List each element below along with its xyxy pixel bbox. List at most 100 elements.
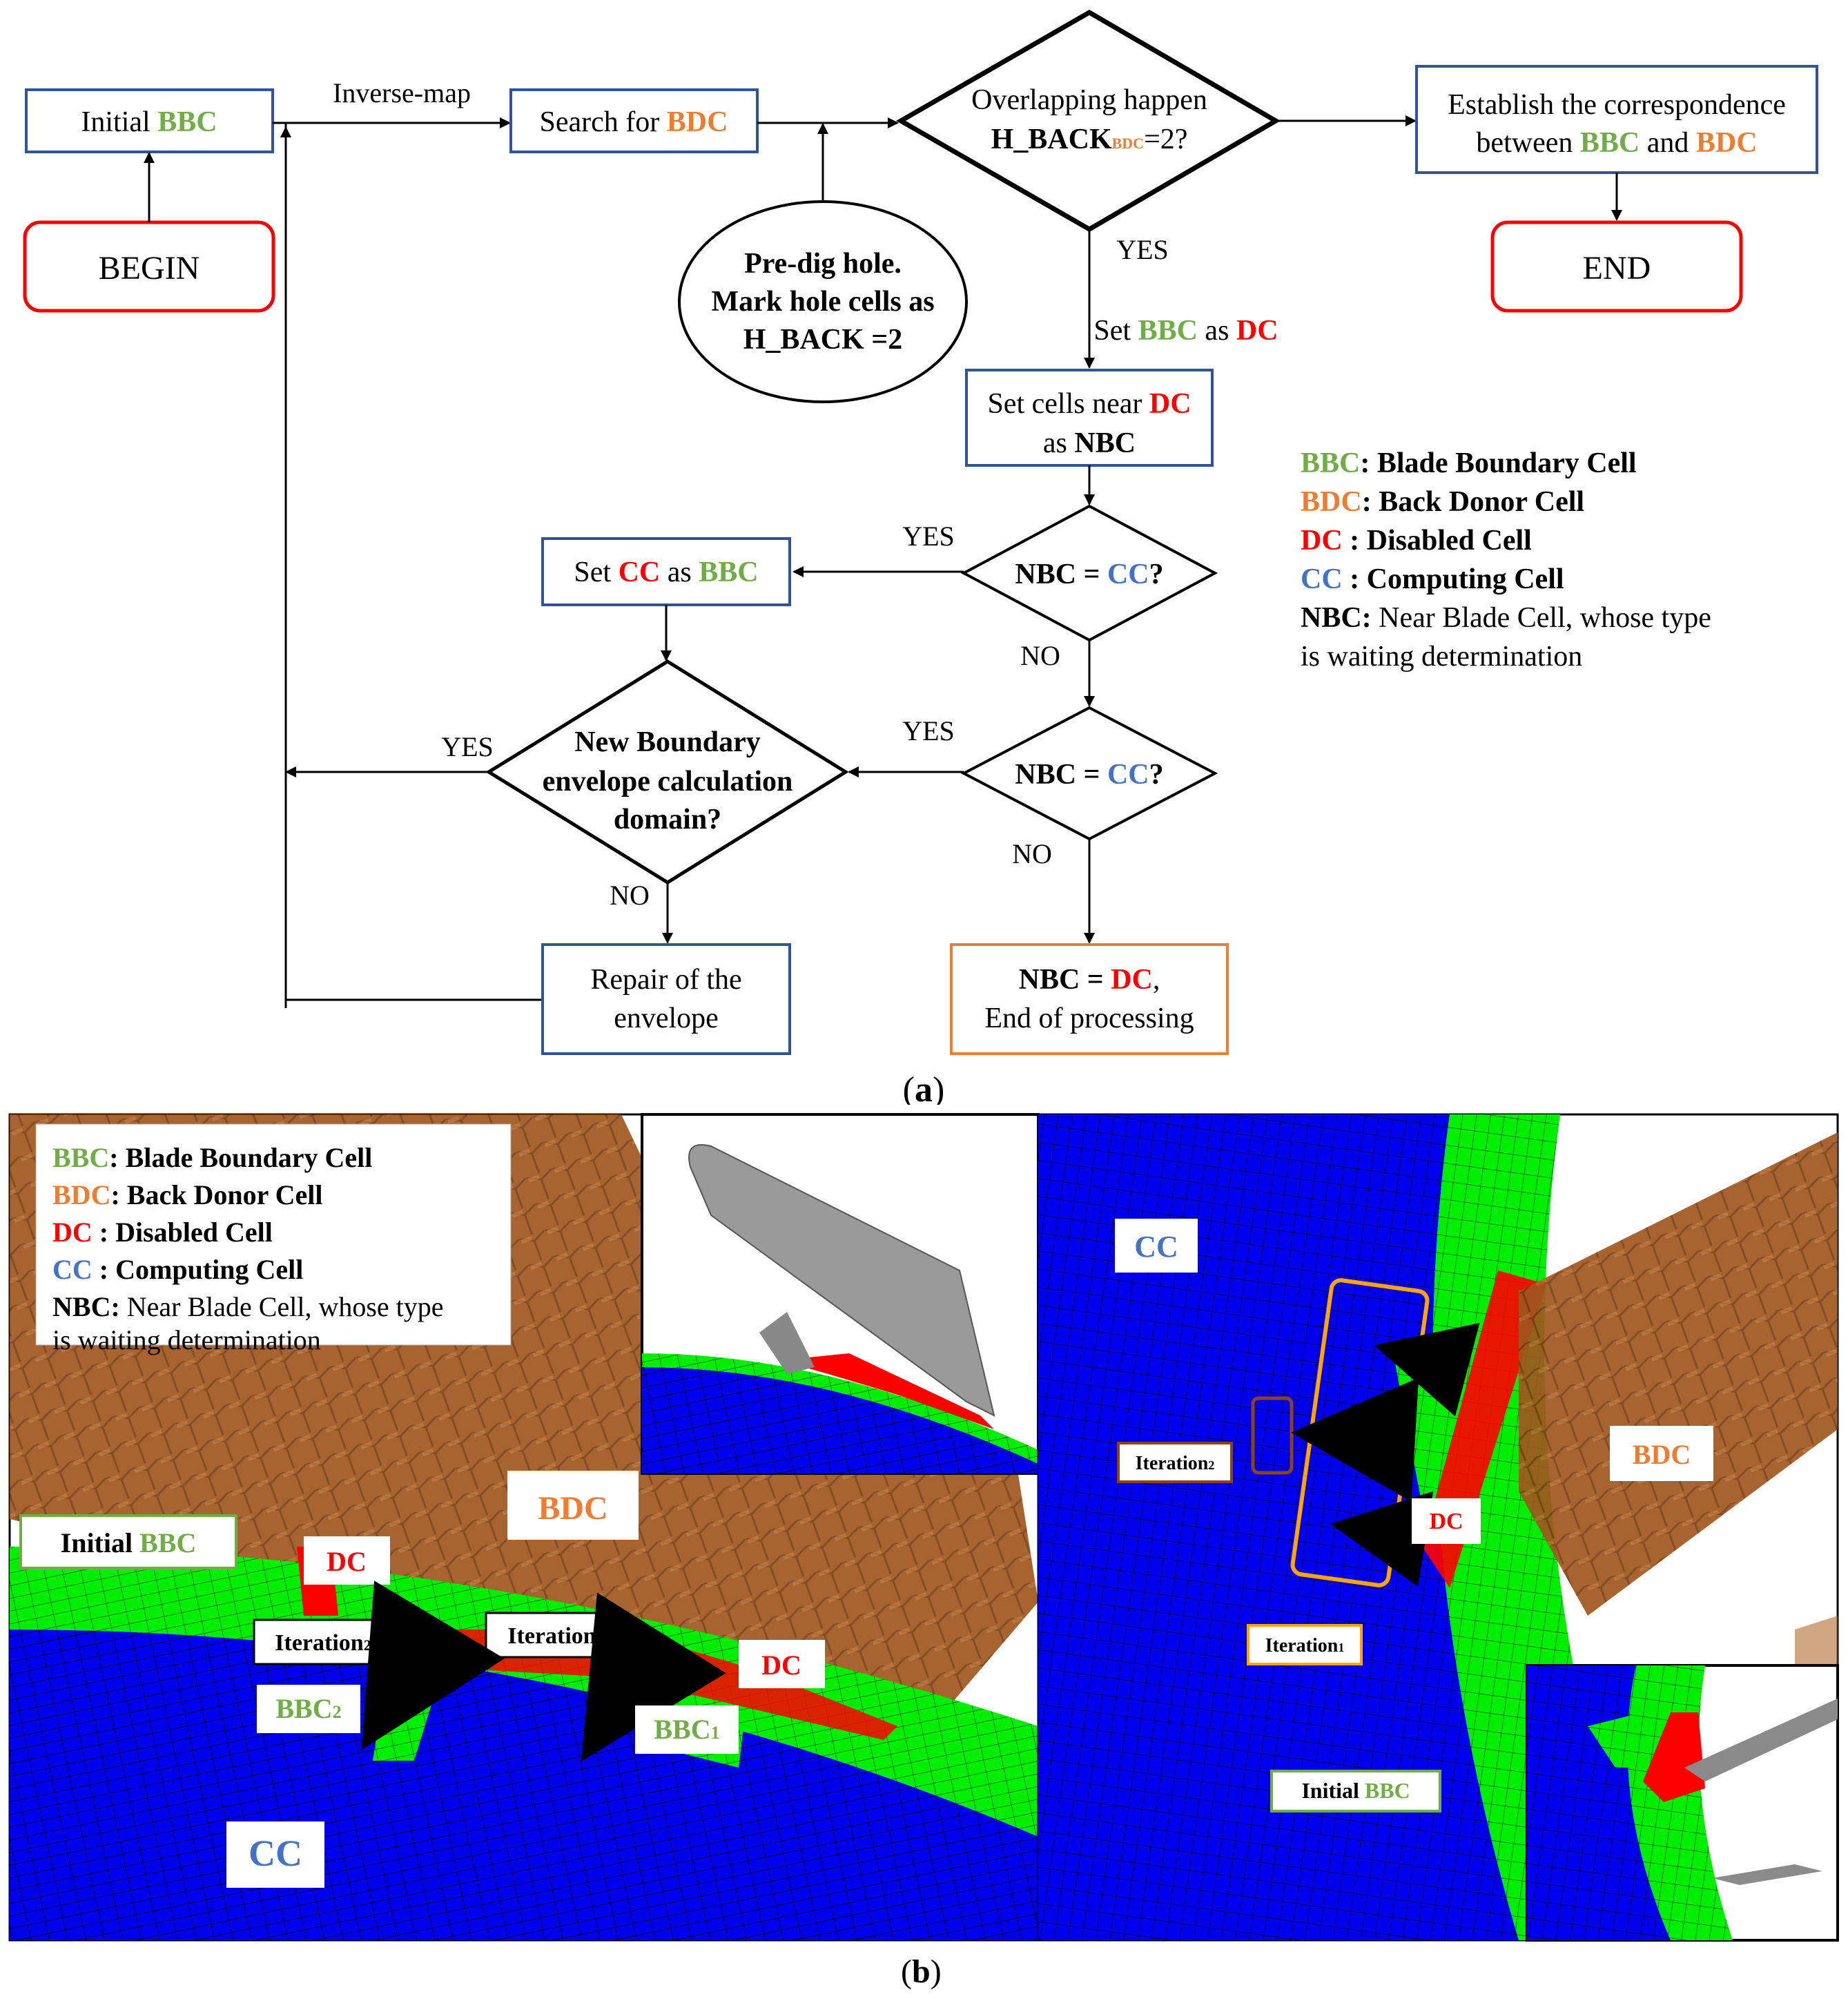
yes-label-2: YES (902, 521, 955, 552)
legend-b-box (35, 1123, 512, 1346)
svg-text:BDC: BDC (538, 1490, 607, 1527)
svg-text:Initial BBC: Initial BBC (1301, 1778, 1410, 1803)
svg-text:BEGIN: BEGIN (99, 250, 200, 287)
svg-text:BBC1: BBC1 (654, 1714, 719, 1745)
nbc-cc-diamond-2: NBC = CC? (960, 706, 1218, 841)
set-cc-bbc-box: Set CC as BBC (541, 537, 791, 606)
overlap-diamond: Overlapping happen H_BACKBDC=2? (895, 9, 1281, 233)
inset-bottom-right (1526, 1664, 1839, 1942)
svg-text:Iteration1: Iteration1 (1265, 1635, 1345, 1656)
label-dc-right: DC (1412, 1498, 1481, 1544)
svg-text:domain?: domain? (614, 804, 721, 835)
svg-text:Iteration2: Iteration2 (275, 1630, 371, 1656)
arrow-iteration1 (581, 1592, 726, 1762)
label-initial-bbc-right: Initial BBC (1270, 1770, 1441, 1812)
set-near-dc-box: Set cells near DC as NBC (965, 369, 1214, 467)
svg-text:Repair of the: Repair of the (590, 964, 741, 996)
search-bdc-box: Search for BDC (509, 88, 759, 153)
svg-text:Overlapping happen: Overlapping happen (971, 84, 1207, 116)
svg-text:BDC: Back Donor Cell: BDC: Back Donor Cell (52, 1179, 323, 1210)
label-iteration1-left: Iteration1 (485, 1612, 627, 1659)
establish-box: Establish the correspondence between BBC… (1415, 65, 1818, 174)
svg-text:CC: CC (1134, 1230, 1178, 1264)
caption-a: (a) (903, 1070, 945, 1105)
label-cc-left: CC (226, 1821, 324, 1888)
label-initial-bbc-left: Initial BBC (19, 1514, 237, 1569)
svg-text:NBC: Near Blade Cell, whose ty: NBC: Near Blade Cell, whose type (52, 1291, 444, 1322)
svg-text:H_BACK =2: H_BACK =2 (743, 324, 902, 356)
svg-text:NBC: Near Blade Cell, whose ty: NBC: Near Blade Cell, whose type (1301, 602, 1711, 634)
svg-text:CC: CC (249, 1833, 302, 1874)
begin-terminal: BEGIN (23, 220, 275, 313)
svg-text:NBC = CC?: NBC = CC? (1015, 559, 1163, 590)
arrow-right-upper (1374, 1323, 1480, 1417)
svg-text:DC: DC (327, 1546, 367, 1577)
svg-text:Initial BBC: Initial BBC (81, 106, 217, 138)
svg-text:Iteration1: Iteration1 (507, 1623, 603, 1649)
legend-b: BBC: Blade Boundary Cell BDC: Back Donor… (52, 1142, 444, 1355)
svg-text:BDC: Back Donor Cell: BDC: Back Donor Cell (1301, 486, 1584, 518)
arrow-iteration2 (361, 1580, 505, 1750)
svg-text:is waiting determination: is waiting determination (52, 1324, 321, 1355)
svg-text:H_BACKBDC=2?: H_BACKBDC=2? (991, 124, 1188, 155)
loop-back-line (274, 122, 543, 1001)
svg-text:as NBC: as NBC (1043, 427, 1136, 459)
inverse-map-label: Inverse-map (333, 77, 471, 108)
label-bbc2: BBC2 (257, 1685, 360, 1733)
svg-text:Iteration2: Iteration2 (1136, 1453, 1215, 1474)
svg-text:BBC2: BBC2 (275, 1693, 341, 1724)
new-boundary-diamond: New Boundary envelope calculation domain… (485, 659, 849, 884)
label-dc-left-2: DC (739, 1640, 825, 1688)
svg-text:envelope calculation: envelope calculation (543, 766, 793, 798)
svg-text:DC : Disabled Cell: DC : Disabled Cell (1301, 525, 1532, 557)
svg-text:Search for BDC: Search for BDC (540, 106, 728, 138)
initial-bbc-box: Initial BBC (25, 88, 274, 153)
set-bbc-as-dc-label: Set BBC as DC (1093, 315, 1278, 347)
svg-text:Establish the correspondence: Establish the correspondence (1448, 89, 1786, 121)
arrow-right-lower (1330, 1491, 1434, 1587)
svg-text:Set cells near DC: Set cells near DC (987, 388, 1191, 420)
svg-text:envelope: envelope (614, 1003, 719, 1034)
svg-text:Mark hole cells as: Mark hole cells as (711, 286, 934, 318)
svg-text:End of processing: End of processing (984, 1003, 1194, 1034)
arrow-right-middle (1291, 1378, 1419, 1502)
legend-a: BBC: Blade Boundary Cell BDC: Back Donor… (1301, 447, 1711, 673)
svg-text:BDC: BDC (1633, 1439, 1691, 1470)
svg-text:DC : Disabled Cell: DC : Disabled Cell (52, 1217, 273, 1248)
label-bbc1: BBC1 (635, 1705, 739, 1754)
yes-label-1: YES (1116, 234, 1169, 265)
svg-text:END: END (1583, 250, 1651, 287)
label-iteration2-right: Iteration2 (1117, 1442, 1233, 1483)
simulation-panel: BBC: Blade Boundary Cell BDC: Back Donor… (8, 1113, 1839, 1942)
label-bdc-left: BDC (507, 1471, 639, 1540)
svg-text:is waiting determination: is waiting determination (1301, 641, 1582, 673)
label-bdc-right: BDC (1610, 1426, 1713, 1481)
svg-text:BBC: Blade Boundary Cell: BBC: Blade Boundary Cell (1301, 447, 1637, 479)
label-cc-right: CC (1115, 1219, 1198, 1273)
svg-text:DC: DC (761, 1650, 801, 1681)
yes-label-4: YES (441, 731, 494, 762)
flowchart-panel: Initial BBC BEGIN Inverse-map Search for… (23, 9, 1818, 1105)
svg-text:CC : Computing Cell: CC : Computing Cell (1301, 563, 1564, 595)
svg-text:New Boundary: New Boundary (574, 726, 761, 758)
nbc-cc-diamond-1: NBC = CC? (960, 504, 1218, 642)
caption-b: (b) (901, 1953, 942, 1990)
no-label-1: NO (1020, 640, 1060, 671)
svg-text:NBC = DC,: NBC = DC, (1019, 964, 1160, 996)
svg-text:DC: DC (1429, 1509, 1463, 1534)
label-dc-left-1: DC (304, 1536, 390, 1585)
predig-hole-ellipse: Pre-dig hole. Mark hole cells as H_BACK … (678, 200, 968, 403)
svg-text:BBC: Blade Boundary Cell: BBC: Blade Boundary Cell (52, 1142, 372, 1173)
svg-text:CC : Computing Cell: CC : Computing Cell (52, 1254, 303, 1285)
yes-label-3: YES (902, 715, 955, 746)
repair-box: Repair of the envelope (541, 943, 791, 1055)
label-iteration1-right: Iteration1 (1247, 1624, 1363, 1665)
end-terminal: END (1490, 220, 1743, 313)
svg-text:Initial BBC: Initial BBC (61, 1527, 197, 1558)
inset-blade-overview (641, 1113, 1040, 1475)
svg-text:Set CC as BBC: Set CC as BBC (574, 557, 758, 588)
no-label-3: NO (610, 880, 650, 911)
svg-text:NBC = CC?: NBC = CC? (1015, 759, 1163, 791)
right-mesh-image: CC BDC DC Iteration2 Iteration1 Initial … (1037, 1113, 1839, 1942)
label-iteration2-left: Iteration2 (253, 1618, 395, 1665)
